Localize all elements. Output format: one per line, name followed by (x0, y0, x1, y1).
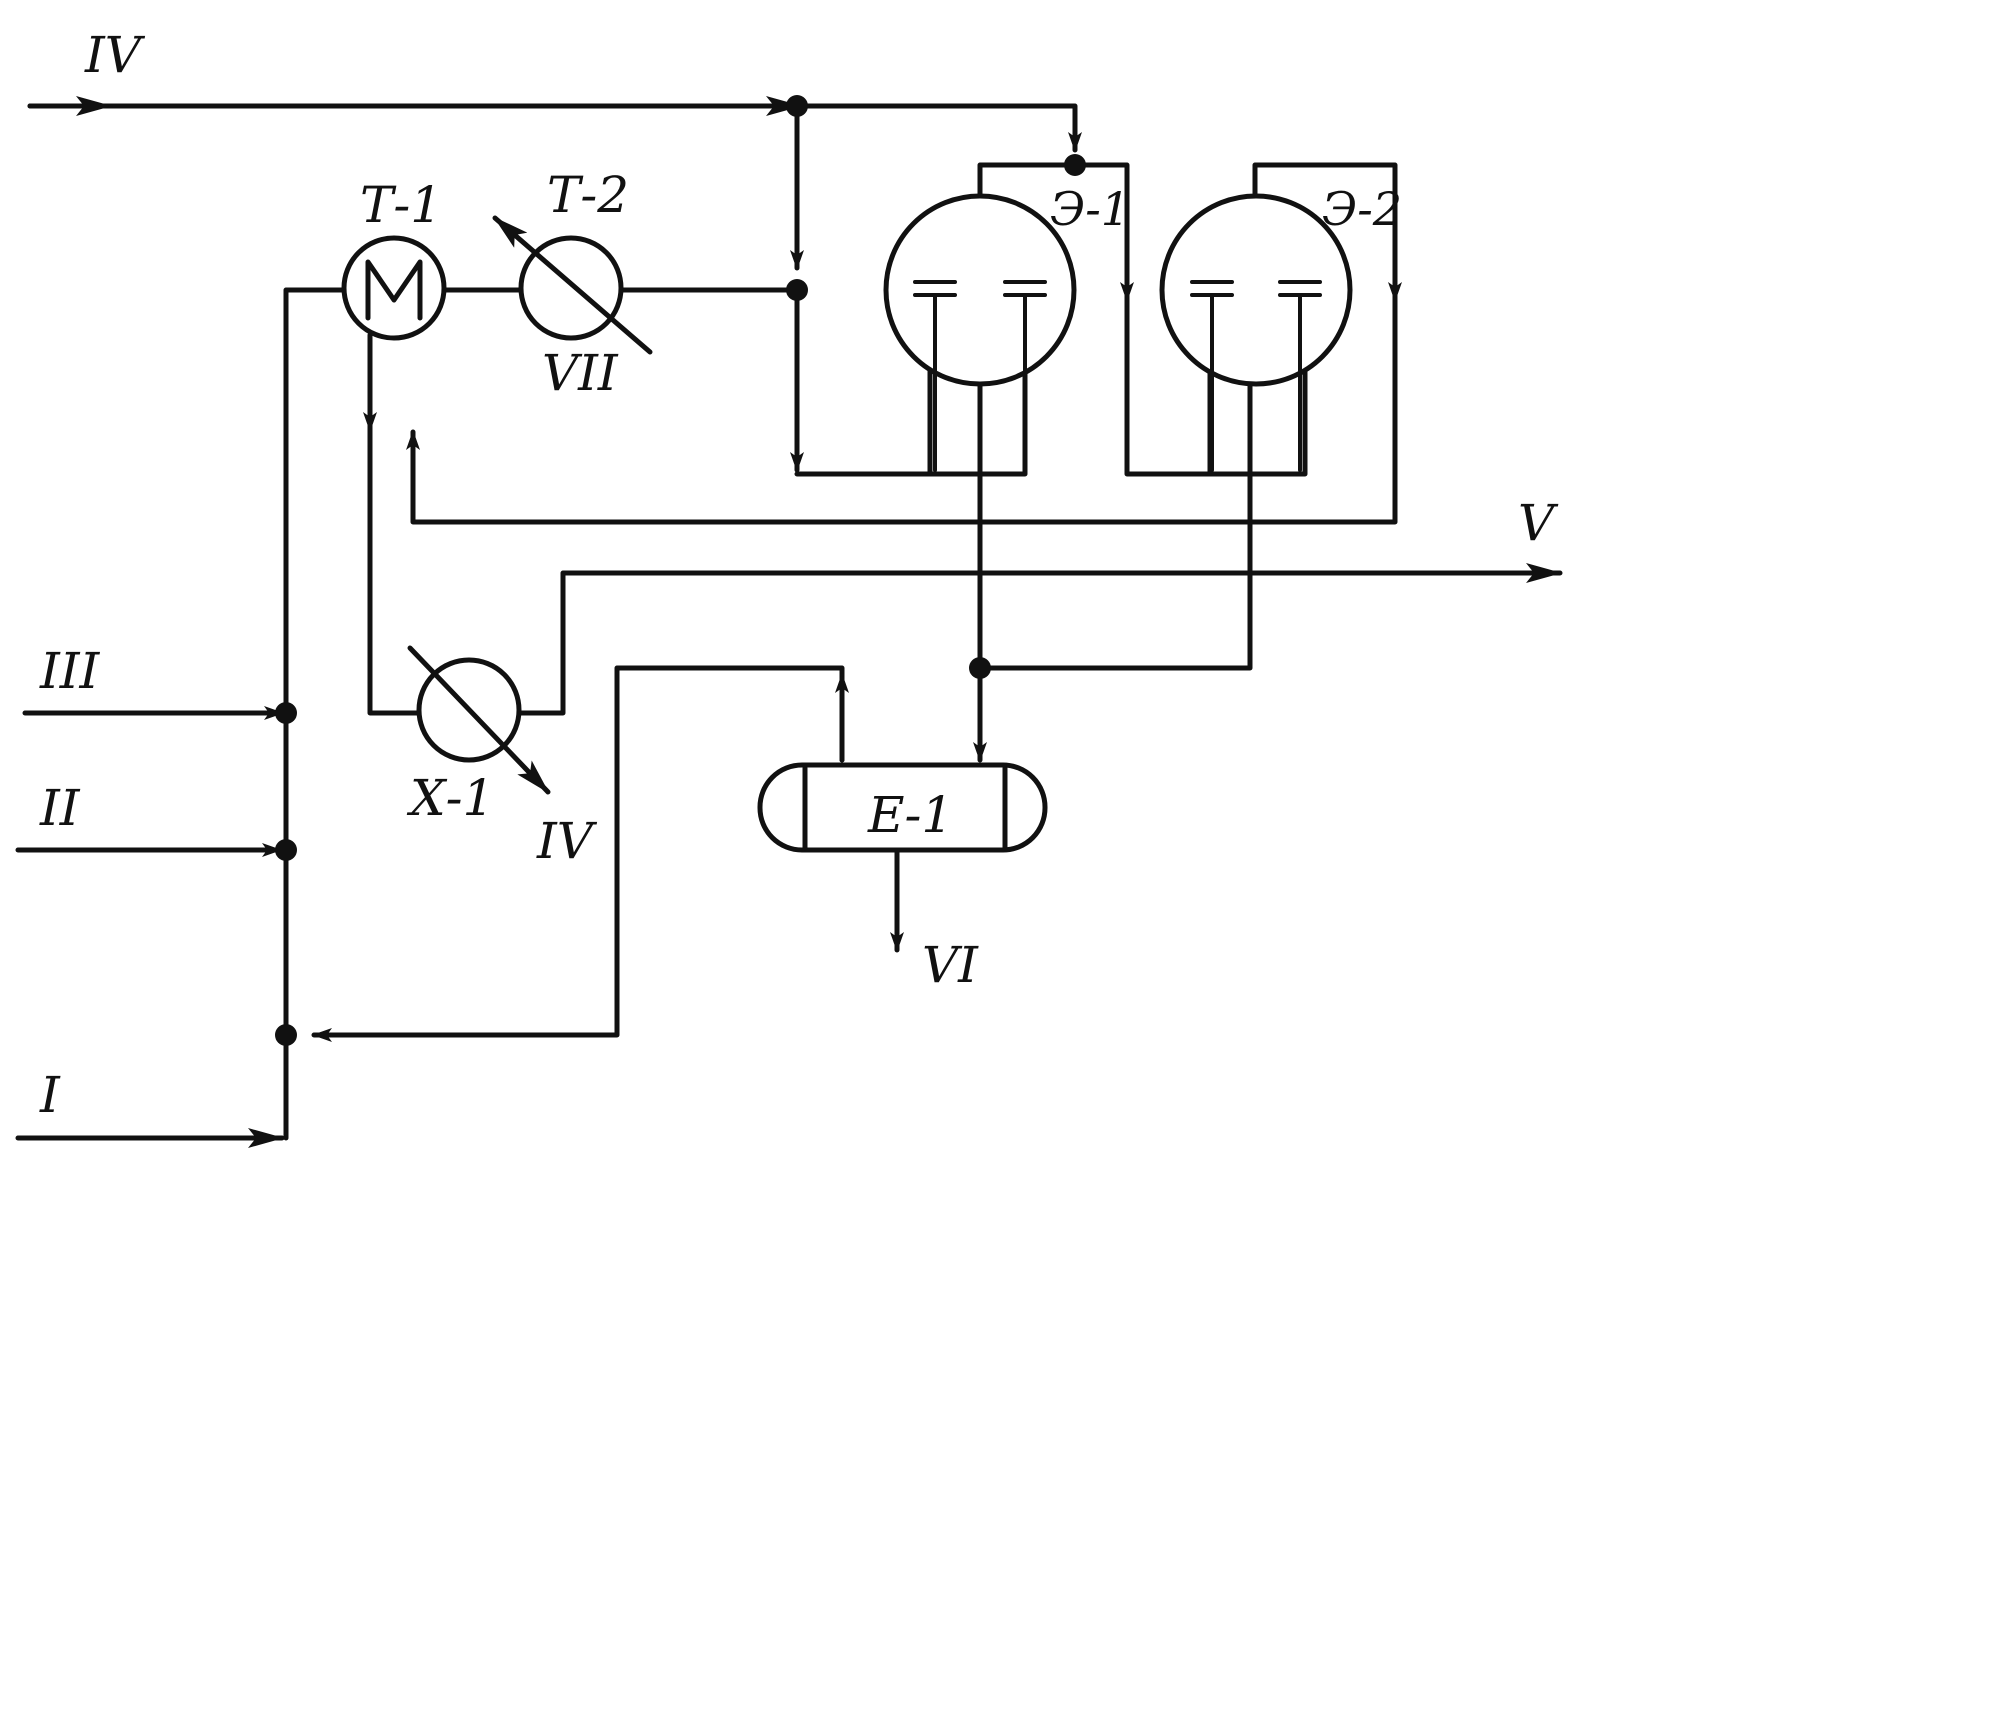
label-t2: Т-2 (547, 166, 629, 224)
label-stream-v: V (1518, 494, 1559, 552)
reactor-e1 (883, 193, 1077, 472)
x1-out-line-v (515, 563, 1563, 716)
label-stream-i: I (39, 1066, 61, 1124)
junction-dots (275, 95, 1086, 1046)
label-stream-vii: VII (542, 344, 619, 402)
heat-exchanger-t1 (341, 235, 447, 341)
reactor-e2 (1159, 193, 1353, 472)
reactor1-to-reactor2-line (1124, 297, 1308, 477)
label-stream-iii: III (39, 642, 101, 700)
label-e2-reactor: Э-2 (1322, 182, 1402, 236)
label-x1: Х-1 (406, 769, 494, 827)
label-e1-reactor: Э-1 (1050, 182, 1130, 236)
label-stream-ii: II (39, 779, 81, 837)
cooler-x1 (407, 645, 551, 795)
x1-in-line (367, 427, 423, 716)
reactor1-top-loop (977, 162, 1134, 303)
separator-vessel-e1 (757, 762, 1048, 853)
label-t1: Т-1 (360, 176, 442, 234)
feed-line-iv-top (27, 96, 1082, 153)
label-stream-iv-top: IV (84, 26, 146, 84)
label-stream-vi: VI (922, 936, 979, 994)
reactor2-top-loop (1252, 162, 1402, 303)
heater-t2 (492, 215, 653, 355)
label-stream-iv-bottom: IV (536, 812, 598, 870)
reactor2-return-line (406, 297, 1398, 525)
label-vessel-e1: Е-1 (867, 786, 953, 844)
reactor2-outlet (977, 382, 1253, 671)
